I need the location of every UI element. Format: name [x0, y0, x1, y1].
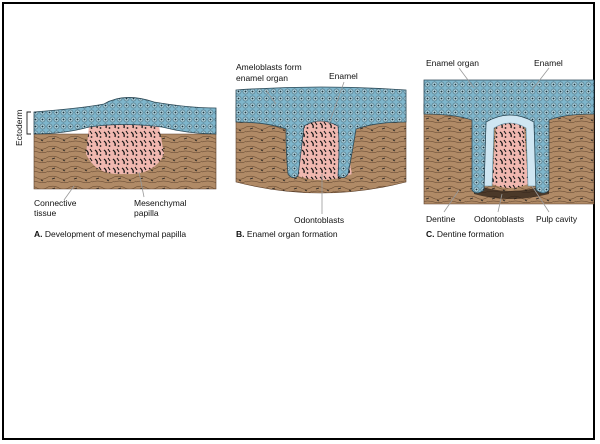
connective-tissue-label-line1: Connective	[34, 198, 77, 208]
panel-a-caption: A. Development of mesenchymal papilla	[34, 229, 186, 239]
panel-a-mesenchymal-papilla	[86, 124, 164, 174]
panel-b-enamel-label: Enamel	[329, 71, 358, 81]
dentine-label: Dentine	[426, 214, 456, 224]
panel-c-pulp	[492, 122, 528, 188]
enamel-organ-label: Enamel organ	[426, 58, 479, 68]
panel-c-enamel-label: Enamel	[534, 58, 563, 68]
tooth-development-diagram: Ectoderm Connective tissue Mesenchymal p…	[4, 4, 597, 442]
panel-c-caption: C. Dentine formation	[426, 229, 504, 239]
panel-b: Ameloblasts form enamel organ Enamel Odo…	[236, 62, 406, 239]
panel-c-odontoblasts-label: Odontoblasts	[474, 214, 524, 224]
panel-b-odontoblasts-label: Odontoblasts	[294, 215, 344, 225]
mesenchymal-papilla-label-line2: papilla	[134, 208, 159, 218]
connective-tissue-label-line2: tissue	[34, 208, 56, 218]
panel-a: Ectoderm Connective tissue Mesenchymal p…	[14, 97, 216, 239]
ameloblasts-label-line1: Ameloblasts form	[236, 62, 302, 72]
ameloblasts-label-line2: enamel organ	[236, 73, 288, 83]
panel-b-caption: B. Enamel organ formation	[236, 229, 338, 239]
slide-frame: Ectoderm Connective tissue Mesenchymal p…	[2, 2, 595, 440]
pulp-cavity-label: Pulp cavity	[536, 214, 578, 224]
panel-c: Enamel organ Enamel Dentine Odontoblasts…	[424, 58, 594, 239]
ectoderm-label: Ectoderm	[14, 110, 24, 146]
mesenchymal-papilla-label-line1: Mesenchymal	[134, 198, 187, 208]
panel-a-ectoderm-bracket	[27, 112, 31, 134]
